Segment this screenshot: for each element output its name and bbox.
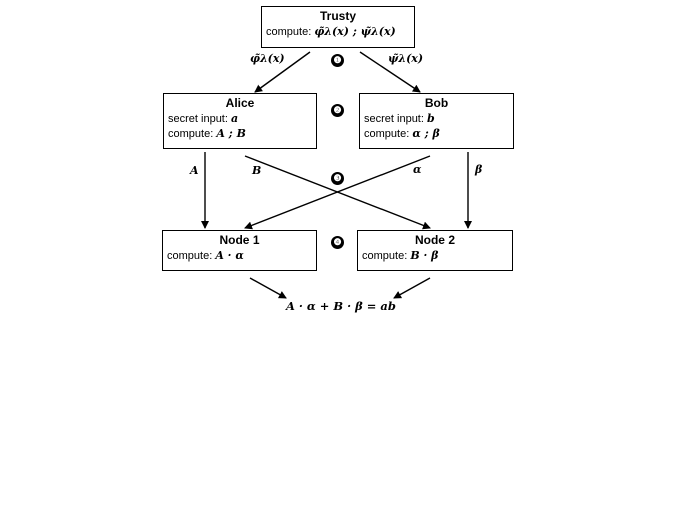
node2-box: Node 2 compute: B · β [357,230,513,271]
arrow-node1-to-result [249,277,287,299]
trusty-box: Trusty compute: φ̃λ(x) ; ψ̃λ(x) [261,6,415,48]
bob-box: Bob secret input: b compute: α ; β [359,93,514,149]
edge-label-trusty-alice: φ̃λ(x) [250,52,285,65]
alice-title: Alice [225,96,255,110]
node1-box: Node 1 compute: A · α [162,230,317,271]
bob-compute-row: compute: α ; β [364,127,513,140]
trusty-title: Trusty [319,9,356,23]
edge-label-bob-node1: α [413,163,422,176]
trusty-compute-row: compute: φ̃λ(x) ; ψ̃λ(x) [266,25,414,38]
step-marker-4: ❹ [331,236,344,249]
step-marker-2: ❷ [331,104,344,117]
arrow-node2-to-result [393,277,431,299]
node2-compute-label: compute: [362,250,408,262]
node1-compute-label: compute: [167,250,213,262]
bob-compute-value: α ; β [412,127,440,140]
bob-compute-label: compute: [364,128,410,140]
step-marker-1: ❶ [331,54,344,67]
edge-label-alice-node1: A [190,164,199,177]
alice-secret-label: secret input: [168,113,228,125]
alice-compute-value: A ; B [216,127,246,140]
bob-secret-row: secret input: b [364,112,513,125]
node1-compute-value: A · α [215,249,244,262]
node2-compute-value: B · β [410,249,439,262]
node1-title: Node 1 [219,233,260,247]
alice-compute-row: compute: A ; B [168,127,316,140]
bob-title: Bob [424,96,449,110]
arrow-trusty-to-alice [254,51,311,93]
arrow-bob-to-node1 [244,155,431,230]
result-equation: A · α + B · β = ab [286,299,396,313]
arrow-trusty-to-bob [359,51,421,93]
alice-secret-value: a [230,112,239,125]
trusty-compute-label: compute: [266,26,312,38]
node1-compute-row: compute: A · α [167,249,316,262]
node2-compute-row: compute: B · β [362,249,512,262]
edge-label-alice-node2: B [252,164,262,177]
trusty-compute-value: φ̃λ(x) ; ψ̃λ(x) [314,25,396,38]
edge-label-bob-node2: β [475,163,483,176]
bob-secret-label: secret input: [364,113,424,125]
step-marker-3: ❸ [331,172,344,185]
bob-secret-value: b [426,112,435,125]
alice-box: Alice secret input: a compute: A ; B [163,93,317,149]
edge-label-trusty-bob: ψ̃λ(x) [388,52,424,65]
alice-secret-row: secret input: a [168,112,316,125]
node2-title: Node 2 [414,233,455,247]
alice-compute-label: compute: [168,128,214,140]
